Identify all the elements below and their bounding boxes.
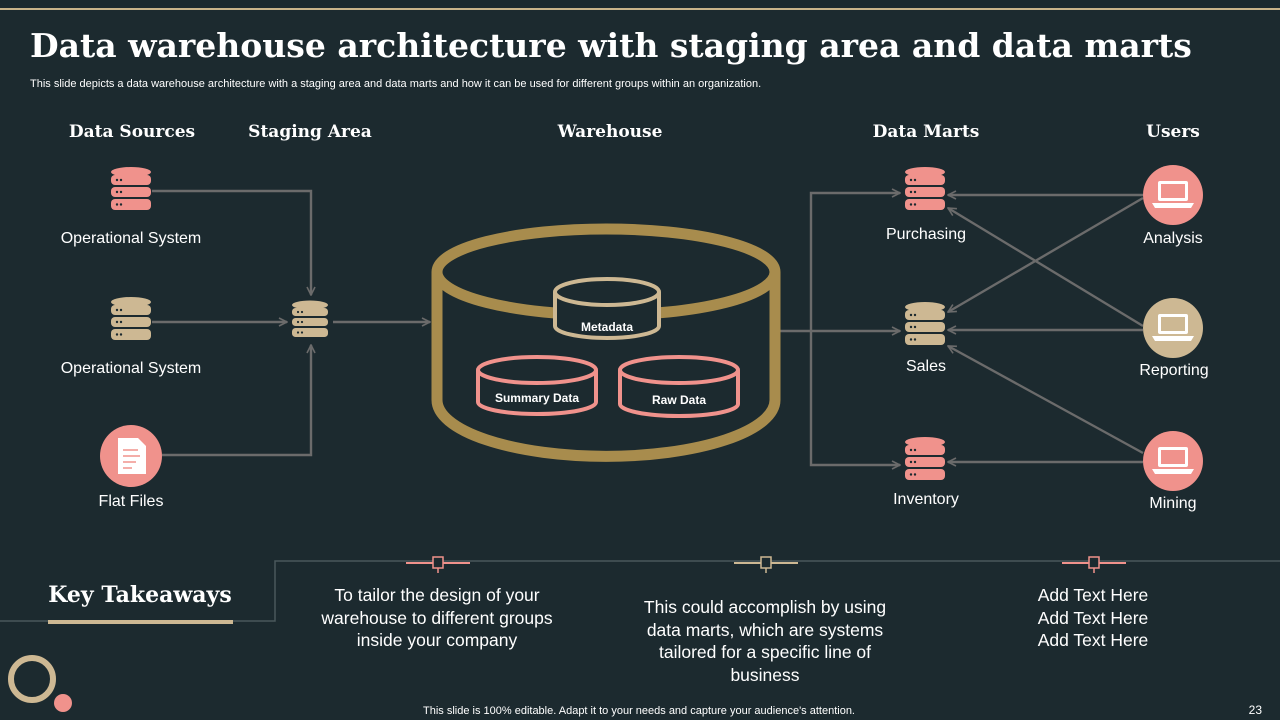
metadata-label: Metadata	[581, 320, 633, 334]
database-icon	[905, 302, 945, 345]
top-rule	[0, 8, 1280, 10]
database-icon	[905, 167, 945, 210]
takeaway-text-1: To tailor the design of your warehouse t…	[321, 585, 553, 650]
raw-data-cylinder	[618, 355, 740, 418]
laptop-icon	[1152, 447, 1194, 474]
corner-decoration	[8, 655, 72, 712]
takeaways-frame	[0, 560, 1280, 624]
connectors-users-to-marts	[948, 195, 1144, 462]
column-heading-data-marts: Data Marts	[872, 122, 980, 142]
summary-data-label: Summary Data	[495, 391, 579, 405]
column-heading-staging-area: Staging Area	[248, 122, 372, 142]
database-icon	[111, 297, 151, 340]
database-icon	[111, 167, 151, 210]
source-label-2: Operational System	[60, 360, 202, 377]
user-node-analysis	[1143, 165, 1203, 225]
metadata-cylinder	[553, 277, 661, 340]
takeaway-marker-2	[734, 556, 798, 573]
mart-label-inventory: Inventory	[893, 491, 959, 508]
user-label-analysis: Analysis	[1143, 230, 1203, 247]
document-icon	[118, 438, 146, 474]
column-heading-data-sources: Data Sources	[68, 122, 196, 142]
connectors-warehouse-to-marts	[780, 193, 900, 465]
takeaway-marker-3	[1062, 556, 1126, 573]
page-number: 23	[1248, 703, 1262, 717]
slide-subtitle: This slide depicts a data warehouse arch…	[30, 78, 762, 90]
user-node-mining	[1143, 431, 1203, 491]
takeaway-marker-1	[406, 556, 470, 573]
column-heading-warehouse: Warehouse	[557, 122, 663, 142]
user-label-reporting: Reporting	[1139, 362, 1209, 379]
mart-label-sales: Sales	[905, 358, 947, 375]
takeaway-text-3: Add Text Here Add Text Here Add Text Her…	[1037, 585, 1149, 650]
column-heading-users: Users	[1146, 122, 1200, 142]
laptop-icon	[1152, 314, 1194, 341]
laptop-icon	[1152, 181, 1194, 208]
warehouse-cylinder	[431, 223, 781, 462]
user-label-mining: Mining	[1149, 495, 1197, 512]
summary-data-cylinder	[476, 355, 598, 416]
database-icon	[905, 437, 945, 480]
mart-label-purchasing: Purchasing	[885, 226, 967, 243]
slide-footer: This slide is 100% editable. Adapt it to…	[423, 705, 855, 717]
user-node-reporting	[1143, 298, 1203, 358]
key-takeaways-title: Key Takeaways	[48, 582, 232, 608]
takeaway-text-2: This could accomplish by using data mart…	[643, 597, 887, 685]
slide-title: Data warehouse architecture with staging…	[30, 26, 1192, 65]
source-label-1: Operational System	[60, 230, 202, 247]
connectors-sources-to-staging	[152, 189, 430, 457]
staging-database-icon	[292, 300, 328, 337]
raw-data-label: Raw Data	[652, 393, 706, 407]
source-label-3: Flat Files	[98, 493, 164, 510]
flat-file-node	[100, 425, 162, 487]
